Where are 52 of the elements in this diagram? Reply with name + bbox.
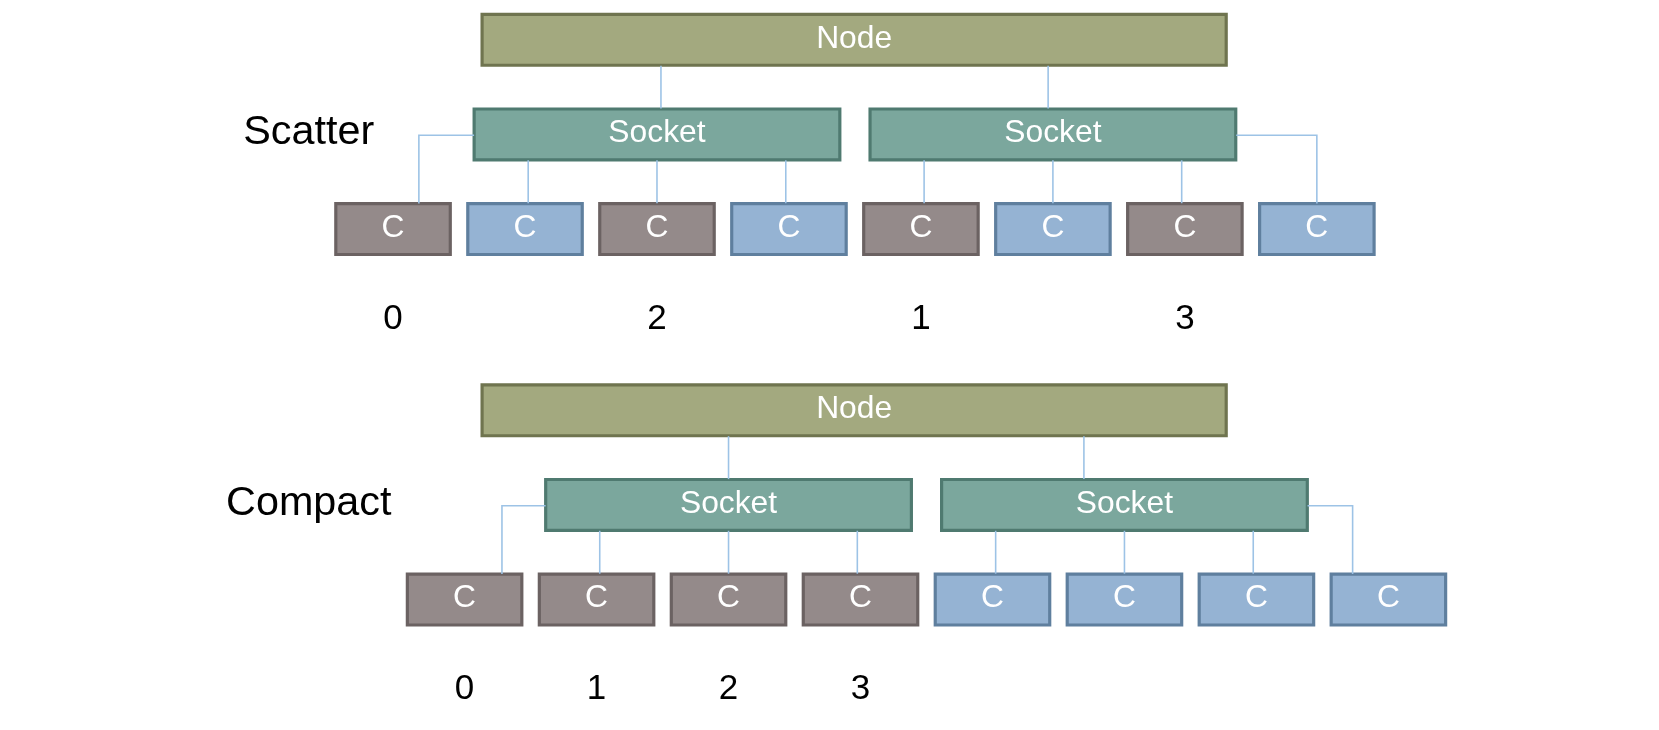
connector xyxy=(994,530,997,575)
connector xyxy=(1052,159,1054,205)
connector xyxy=(856,530,859,575)
node-box: C xyxy=(730,202,848,257)
node-box: C xyxy=(334,202,452,257)
node-box: C xyxy=(669,572,788,627)
node-label: 2 xyxy=(647,296,667,336)
connector xyxy=(1306,504,1354,575)
node-box: C xyxy=(537,572,656,627)
node-box: Socket xyxy=(544,477,913,532)
node-box: Socket xyxy=(868,107,1238,162)
node-label: 2 xyxy=(718,667,739,707)
connector xyxy=(923,159,925,205)
connector xyxy=(1235,134,1318,205)
connector xyxy=(656,159,658,205)
node-box: C xyxy=(405,572,524,627)
label: Scatter xyxy=(243,107,375,154)
node-label: 3 xyxy=(1175,296,1195,336)
connector xyxy=(418,134,475,205)
node-box: C xyxy=(1197,572,1316,627)
connector xyxy=(1083,435,1085,480)
node-box: C xyxy=(1329,572,1448,627)
node-box: C xyxy=(994,202,1112,257)
node-label: 0 xyxy=(454,667,475,707)
node-box: Socket xyxy=(940,477,1309,532)
node-box: C xyxy=(1065,572,1184,627)
connector xyxy=(527,159,529,205)
node-box: C xyxy=(801,572,920,627)
node-box: C xyxy=(933,572,1052,627)
connector xyxy=(660,64,662,110)
node-label: 3 xyxy=(850,667,871,707)
connector xyxy=(1047,64,1049,110)
node-label: 0 xyxy=(383,296,403,336)
node-box: Node xyxy=(480,12,1228,67)
node-box: Node xyxy=(480,383,1228,438)
connector xyxy=(727,530,730,575)
connector xyxy=(598,530,601,575)
connector xyxy=(1123,530,1126,575)
node-box: C xyxy=(1258,202,1376,257)
node-box: C xyxy=(1126,202,1244,257)
node-box: C xyxy=(598,202,716,257)
connector xyxy=(501,504,547,575)
label: Compact xyxy=(226,477,392,524)
node-box: Socket xyxy=(472,107,842,162)
connector xyxy=(727,435,730,480)
connector xyxy=(1252,530,1255,575)
node-label: 1 xyxy=(911,296,931,336)
node-label: 1 xyxy=(586,667,607,707)
connector xyxy=(784,159,787,205)
node-box: C xyxy=(466,202,584,257)
connector xyxy=(1180,159,1183,205)
node-box: C xyxy=(862,202,980,257)
